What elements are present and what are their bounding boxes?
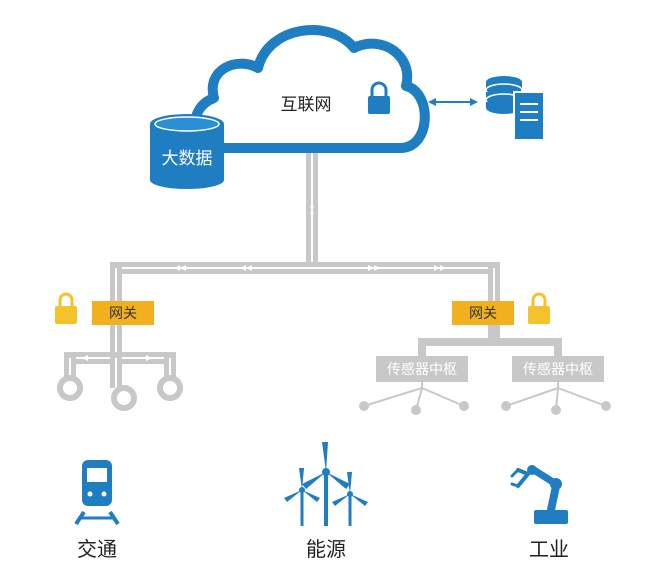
flow-arrows	[82, 206, 446, 361]
sensor-hub-right-label: 传感器中枢	[523, 361, 593, 378]
cloud-label: 互联网	[281, 95, 332, 115]
category-label-industry: 工业	[529, 537, 569, 561]
lock-icon	[528, 292, 550, 324]
robot-arm-icon	[510, 465, 568, 524]
wind-turbine-icon	[284, 442, 368, 526]
lock-icon	[55, 292, 77, 324]
sensor-hub-left: 传感器中枢	[359, 356, 469, 415]
gateway-left: 网关	[92, 301, 154, 325]
lock-icon	[368, 81, 390, 114]
category-label-energy: 能源	[306, 537, 346, 561]
internet-cloud: 互联网	[190, 25, 430, 153]
server-icon	[485, 76, 545, 141]
gateway-left-label: 网关	[109, 306, 137, 322]
train-icon	[74, 460, 120, 526]
big-data-database: 大数据	[150, 114, 224, 189]
database-label: 大数据	[162, 149, 213, 169]
sensor-hub-left-label: 传感器中枢	[387, 361, 457, 378]
category-label-transport: 交通	[77, 537, 117, 561]
double-arrow-icon	[428, 98, 478, 106]
gateway-right: 网关	[452, 301, 514, 325]
gateway-right-label: 网关	[469, 306, 497, 322]
sensor-hub-right: 传感器中枢	[501, 356, 611, 415]
network-pipes	[57, 150, 562, 411]
